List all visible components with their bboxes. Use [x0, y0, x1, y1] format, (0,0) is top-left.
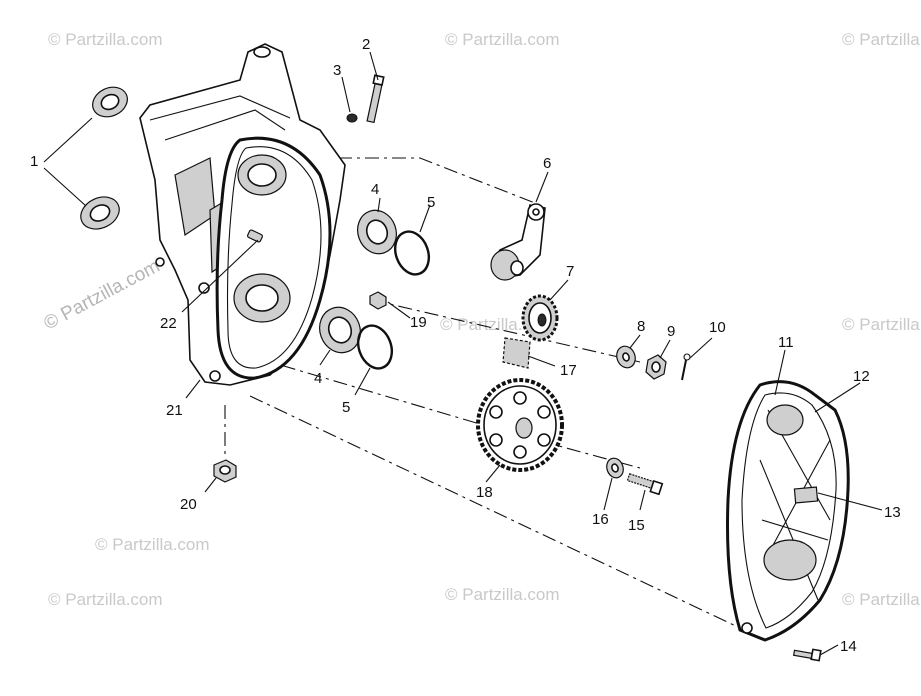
callout-13: 13: [884, 504, 901, 521]
callout-4: 4: [314, 370, 322, 387]
watermark: © Partzilla.com: [842, 590, 921, 609]
cotter-pin: [681, 353, 691, 381]
chain-tensioner: [490, 203, 546, 281]
drive-chain: [502, 337, 531, 369]
callout-8: 8: [637, 318, 645, 335]
callout-20: 20: [180, 496, 197, 513]
callout-14: 14: [840, 638, 857, 655]
tensioner-bolt: [366, 74, 385, 124]
callout-5: 5: [427, 194, 435, 211]
callout-12: 12: [853, 368, 870, 385]
washer-small: [346, 113, 358, 123]
watermark: © Partzilla.com: [95, 535, 210, 554]
callout-3: 3: [333, 62, 341, 79]
watermark: © Partzilla.com: [445, 30, 560, 49]
bottom-sprocket: [476, 378, 564, 472]
snap-ring-lower: [356, 324, 394, 370]
callout-16: 16: [592, 511, 609, 528]
watermark: © Partzilla.com: [445, 585, 560, 604]
callout-6: 6: [543, 155, 551, 172]
washer-bottom: [606, 457, 624, 479]
castle-nut: [645, 354, 667, 380]
callout-19: 19: [410, 314, 427, 331]
callout-1: 1: [30, 153, 38, 170]
snap-ring-upper: [393, 230, 431, 276]
callout-21: 21: [166, 402, 183, 419]
bearing-upper: [357, 209, 397, 255]
callout-11: 11: [778, 334, 794, 351]
callouts: 1 2 3 4 4 5 5 6 7 8 9 10 11 12 13 14 15 …: [30, 36, 901, 655]
callout-4: 4: [371, 181, 379, 198]
leader-lines: [43, 51, 883, 656]
cover-bolt: [792, 648, 822, 662]
callout-9: 9: [667, 323, 675, 340]
oil-seal-upper: [92, 86, 128, 118]
watermark: © Partzilla.com: [40, 256, 163, 335]
callout-5: 5: [342, 399, 350, 416]
drain-plug: [213, 459, 237, 483]
chaincase-housing: [139, 43, 346, 386]
watermark: © Partzilla.com: [48, 590, 163, 609]
callout-10: 10: [709, 319, 726, 336]
watermark: © Partzilla.com: [48, 30, 163, 49]
watermark: © Partzilla.com: [842, 30, 921, 49]
sprocket-bolt: [626, 473, 664, 496]
callout-2: 2: [362, 36, 370, 53]
nut: [369, 291, 387, 310]
oil-seal-lower: [80, 196, 120, 230]
callout-15: 15: [628, 517, 645, 534]
chaincase-cover: [726, 380, 850, 642]
top-sprocket: [521, 294, 559, 342]
callout-7: 7: [566, 263, 574, 280]
bearing-lower: [319, 306, 361, 354]
callout-18: 18: [476, 484, 493, 501]
watermark: © Partzilla.com: [842, 315, 921, 334]
washer: [616, 345, 636, 369]
callout-17: 17: [560, 362, 577, 379]
callout-22: 22: [160, 315, 177, 332]
